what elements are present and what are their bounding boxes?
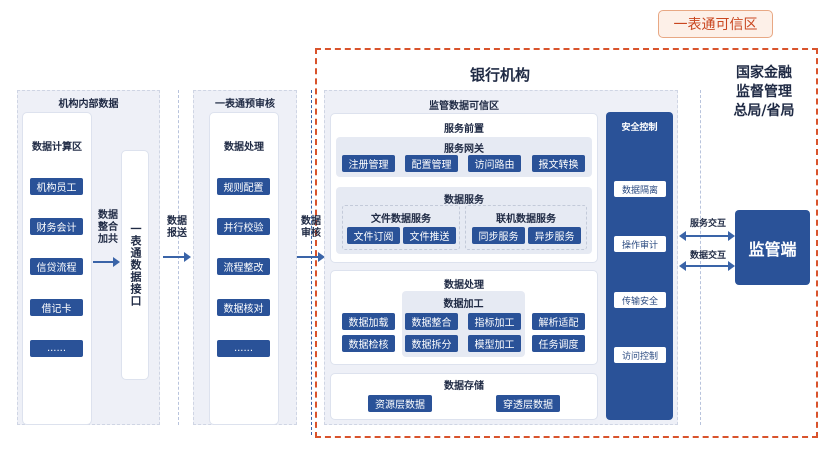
- processing-sub-title: 数据加工: [443, 299, 484, 310]
- precheck-item[interactable]: ......: [217, 340, 270, 357]
- file-service-item[interactable]: 文件推送: [403, 227, 456, 244]
- service-front-title: 服务前置: [444, 124, 484, 135]
- report-label: 数据报送: [167, 216, 187, 239]
- precheck-item[interactable]: 数据核对: [217, 299, 270, 316]
- report-arrow: [163, 252, 191, 262]
- online-data-service: [465, 205, 587, 250]
- storage-title: 数据存储: [444, 381, 484, 392]
- compute-area-title: 数据计算区: [32, 142, 82, 153]
- gateway-title: 服务网关: [444, 144, 484, 155]
- security-title: 安全控制: [621, 123, 658, 133]
- precheck-item[interactable]: 规则配置: [217, 178, 270, 195]
- one-table-interface[interactable]: 一表通数据接口: [121, 150, 149, 380]
- data-service-title: 数据服务: [444, 195, 484, 206]
- file-service-title: 文件数据服务: [371, 214, 431, 225]
- file-data-service: [342, 205, 460, 250]
- gateway-item[interactable]: 配置管理: [405, 155, 458, 172]
- security-item[interactable]: 访问控制: [614, 347, 666, 363]
- service-interaction-arrow: [679, 231, 735, 241]
- processing-item[interactable]: 模型加工: [468, 335, 521, 352]
- trusted-zone-badge: 一表通可信区: [658, 10, 773, 38]
- internal-item[interactable]: 信贷流程: [30, 258, 83, 275]
- gateway-item[interactable]: 注册管理: [342, 155, 395, 172]
- regulator-title-line: 总局/省局: [733, 103, 795, 119]
- storage-item[interactable]: 穿透层数据: [496, 395, 560, 412]
- audit-arrow: [297, 252, 325, 262]
- online-service-title: 联机数据服务: [496, 214, 556, 225]
- processing-item[interactable]: 任务调度: [532, 335, 585, 352]
- security-item[interactable]: 操作审计: [614, 236, 666, 252]
- precheck-item[interactable]: 流程整改: [217, 258, 270, 275]
- internal-item[interactable]: 机构员工: [30, 178, 83, 195]
- processing-item[interactable]: 解析适配: [532, 313, 585, 330]
- regulator-title: 国家金融 监督管理 总局/省局: [718, 64, 810, 121]
- processing-item[interactable]: 指标加工: [468, 313, 521, 330]
- regulator-title-line: 监督管理: [736, 84, 792, 100]
- internal-item[interactable]: ......: [30, 340, 83, 357]
- processing-item[interactable]: 数据拆分: [405, 335, 458, 352]
- regulator-title-line: 国家金融: [736, 65, 792, 81]
- processing-item[interactable]: 数据检核: [342, 335, 395, 352]
- internal-item[interactable]: 财务会计: [30, 218, 83, 235]
- precheck-item[interactable]: 并行校验: [217, 218, 270, 235]
- processing-item[interactable]: 数据加载: [342, 313, 395, 330]
- security-control: [606, 112, 673, 420]
- integrate-label: 数据整合加共: [98, 210, 118, 245]
- file-service-item[interactable]: 文件订阅: [347, 227, 400, 244]
- regulator-end[interactable]: 监管端: [735, 210, 810, 285]
- divider: [311, 90, 312, 435]
- online-service-item[interactable]: 同步服务: [472, 227, 525, 244]
- trusted-zone-border: [315, 48, 818, 438]
- gateway-item[interactable]: 报文转换: [532, 155, 585, 172]
- precheck-area-title: 数据处理: [224, 142, 264, 153]
- bank-title: 银行机构: [469, 66, 530, 84]
- service-interaction-label: 服务交互: [689, 219, 726, 229]
- trusted-zone-title: 监管数据可信区: [429, 101, 499, 112]
- divider: [700, 90, 701, 425]
- security-item[interactable]: 传输安全: [614, 292, 666, 308]
- integrate-arrow: [93, 257, 120, 267]
- interface-label: 一表通数据接口: [129, 223, 142, 307]
- data-interaction-arrow: [679, 261, 735, 271]
- internal-data-title: 机构内部数据: [58, 99, 119, 110]
- gateway-item[interactable]: 访问路由: [468, 155, 521, 172]
- storage-item[interactable]: 资源层数据: [368, 395, 432, 412]
- data-interaction-label: 数据交互: [689, 251, 726, 261]
- online-service-item[interactable]: 异步服务: [528, 227, 581, 244]
- security-item[interactable]: 数据隔离: [614, 181, 666, 197]
- processing-item[interactable]: 数据整合: [405, 313, 458, 330]
- precheck-title: 一表通预审核: [215, 99, 275, 110]
- internal-item[interactable]: 借记卡: [30, 299, 83, 316]
- processing-title: 数据处理: [444, 280, 484, 291]
